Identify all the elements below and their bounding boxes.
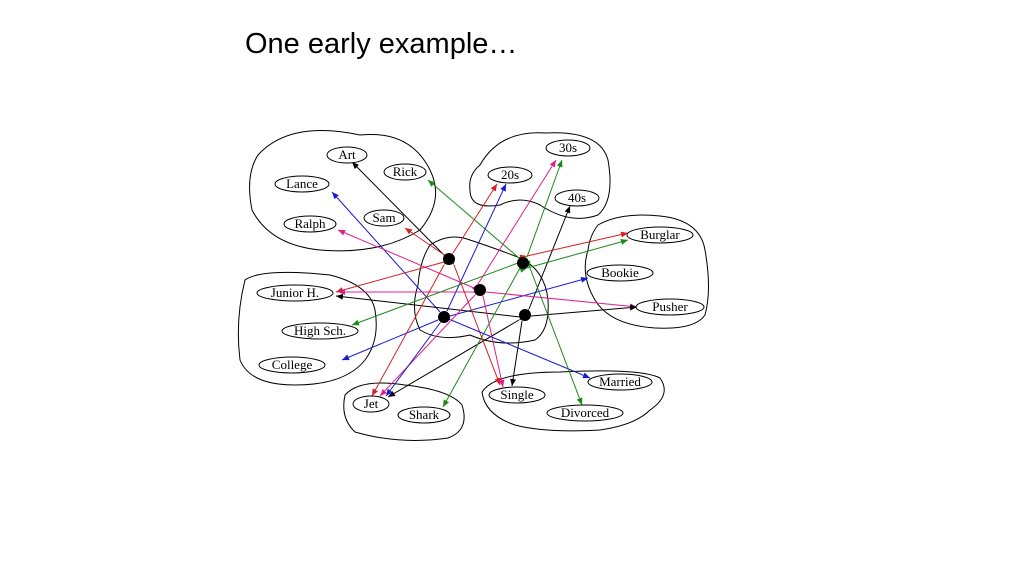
node-sam: Sam [363, 209, 405, 227]
slide-title: One early example… [245, 28, 518, 60]
node-pusher: Pusher [635, 298, 705, 316]
connection-arrow-21 [371, 257, 451, 397]
node-college: College [258, 356, 326, 374]
connection-arrow-2 [427, 179, 527, 265]
svg-text:High Sch.: High Sch. [294, 323, 346, 338]
connection-arrow-30 [524, 260, 583, 406]
svg-text:Rick: Rick [393, 164, 418, 179]
svg-text:Ralph: Ralph [294, 216, 326, 231]
svg-text:Bookie: Bookie [601, 265, 639, 280]
hidden-unit-1 [443, 253, 455, 265]
svg-text:Lance: Lance [286, 176, 318, 191]
svg-text:Pusher: Pusher [652, 299, 688, 314]
svg-text:Shark: Shark [409, 407, 440, 422]
svg-text:Jet: Jet [364, 396, 379, 411]
hidden-unit-3 [474, 284, 486, 296]
node-divorced: Divorced [546, 404, 624, 422]
connection-arrow-27 [478, 288, 505, 388]
node-high-sch: High Sch. [281, 322, 359, 340]
svg-text:30s: 30s [559, 140, 577, 155]
svg-text:Art: Art [338, 147, 356, 162]
node-junior-h: Junior H. [256, 284, 334, 302]
svg-text:40s: 40s [568, 190, 586, 205]
node-ralph: Ralph [283, 215, 337, 233]
svg-text:Junior H.: Junior H. [271, 285, 319, 300]
svg-text:20s: 20s [501, 167, 519, 182]
node-single: Single [488, 386, 546, 404]
svg-text:College: College [272, 357, 313, 372]
connection-arrow-16 [335, 257, 452, 294]
svg-text:Burglar: Burglar [640, 227, 680, 242]
node-burglar: Burglar [626, 226, 694, 244]
node-20s: 20s [487, 166, 533, 184]
svg-text:Divorced: Divorced [561, 405, 610, 420]
hidden-unit-2 [517, 257, 529, 269]
node-art: Art [326, 146, 368, 164]
node-lance: Lance [274, 175, 330, 193]
hidden-unit-4 [438, 311, 450, 323]
svg-text:Single: Single [500, 387, 533, 402]
svg-text:Married: Married [599, 374, 641, 389]
connection-arrow-26 [448, 257, 501, 386]
connection-arrow-28 [510, 313, 527, 387]
connection-arrow-13 [442, 276, 589, 321]
connection-arrow-20 [341, 314, 446, 361]
svg-text:Sam: Sam [372, 210, 395, 225]
connection-arrow-24 [385, 315, 447, 397]
node-30s: 30s [545, 139, 591, 157]
node-shark: Shark [397, 406, 451, 424]
hidden-unit-5 [519, 309, 531, 321]
node-jet: Jet [352, 395, 390, 413]
node-40s: 40s [554, 189, 600, 207]
node-bookie: Bookie [586, 264, 654, 282]
node-rick: Rick [383, 163, 427, 181]
connection-arrow-22 [379, 287, 482, 397]
node-married: Married [587, 373, 653, 391]
